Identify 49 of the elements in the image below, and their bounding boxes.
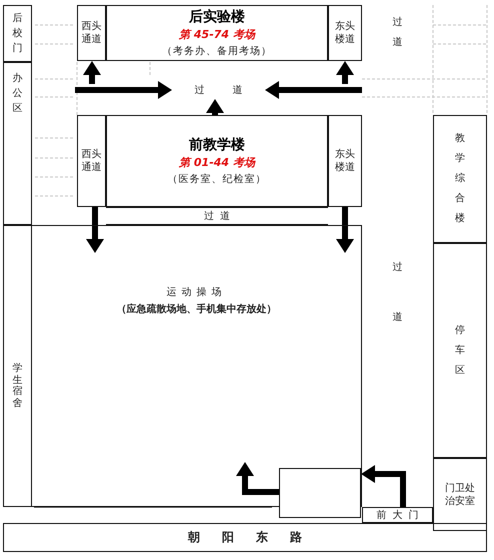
gate-box [279,468,361,518]
area-label: 教学综合楼 [455,132,465,226]
arrow [361,465,406,507]
building-name: 后实验楼 [189,8,245,26]
building-block [106,5,328,61]
stairway-cell [77,5,106,61]
arrow [265,81,362,99]
area-label: 东头楼道 [334,148,356,174]
area-label: 过道 [204,210,236,222]
arrow [236,462,279,495]
exam-room-range: 第 45-74 考场 [179,28,255,43]
front-gate-area [362,507,433,523]
area-label: 门卫处治安室 [444,482,476,508]
stairway-cell [77,115,106,207]
road [3,523,487,552]
room-note: （医务室、纪检室） [168,172,266,186]
stairway-cell [328,5,362,61]
area-label: 办公区 [12,72,22,116]
guard-room [433,458,487,531]
passage-strip [106,207,328,225]
area-label: 前大门 [376,508,424,522]
office-area [3,62,32,225]
area-label: 西头通道 [81,20,102,46]
parking-area [433,243,487,458]
area-label: 过道 [392,260,402,325]
passage-label: 过道 [392,16,402,50]
building-block [106,115,328,207]
area-label: 运动操场 [166,286,226,299]
area-label: 朝阳东路 [188,530,324,546]
arrow [206,99,224,115]
room-note: （考务办、备用考场） [162,44,272,58]
building-block [433,115,487,243]
area-label: 停车区 [455,324,465,378]
arrow [75,81,172,99]
gate-area [3,5,32,62]
area-label: 西头通道 [81,148,102,174]
arrow [83,61,101,84]
stairway-cell [328,115,362,207]
arrow [336,207,354,253]
area-label: 学生宿舍 [12,363,22,409]
area-label: 过道 [194,84,270,96]
exam-room-range: 第 01-44 考场 [179,156,255,171]
area-label: 后校门 [12,12,22,56]
building-name: 前教学楼 [189,136,245,154]
area-label: 东头楼道 [334,20,356,46]
arrow [336,61,354,84]
dormitory-area [3,225,32,507]
arrow [86,207,104,253]
area-note: （应急疏散场地、手机集中存放处） [116,303,276,316]
